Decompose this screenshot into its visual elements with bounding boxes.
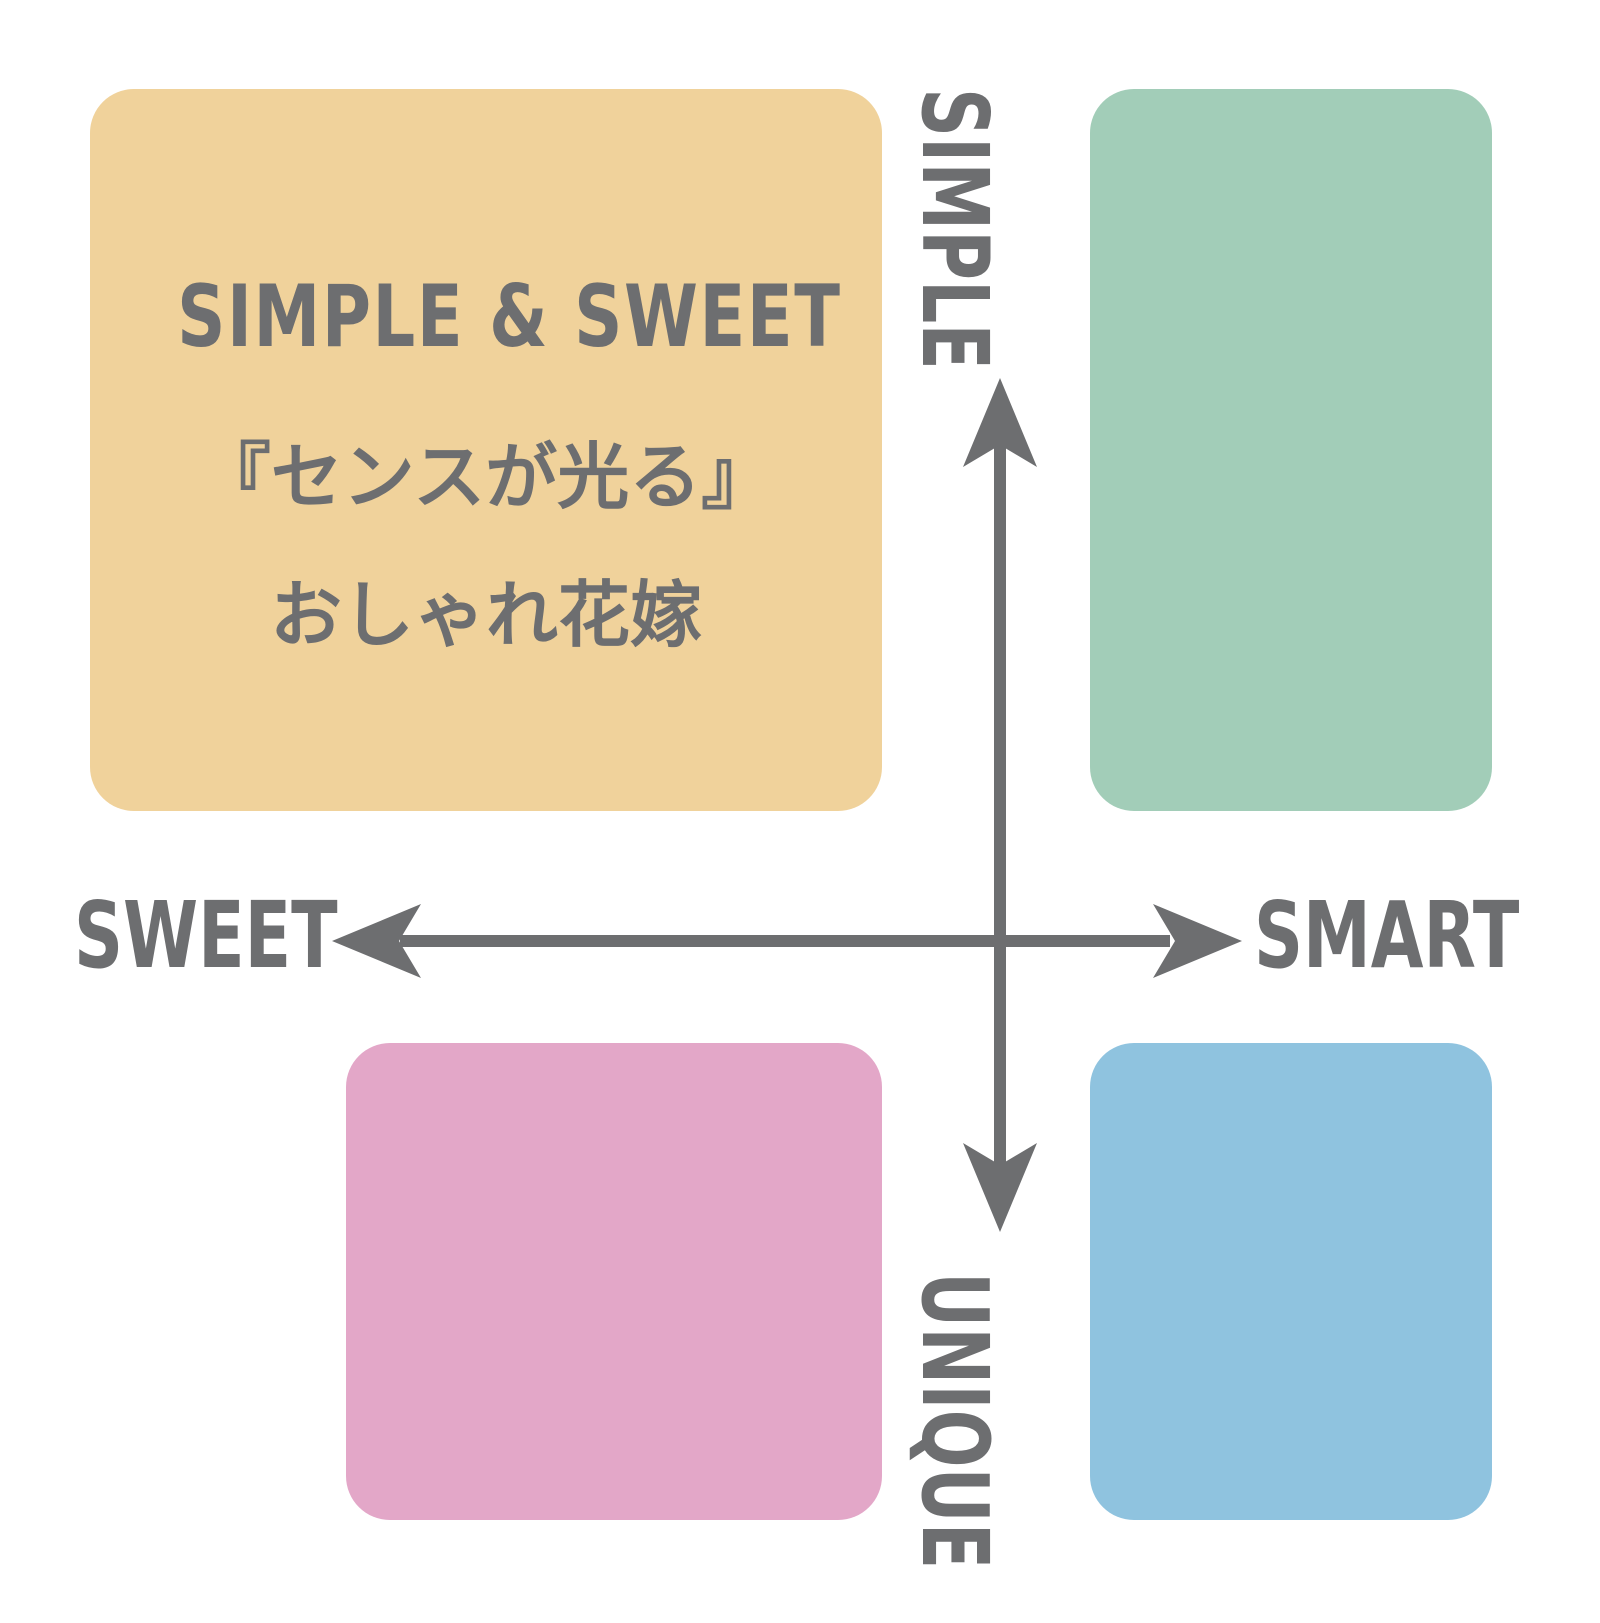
arrow-up-icon	[963, 378, 1037, 467]
arrow-left-icon	[332, 904, 421, 978]
axis-label-sweet: SWEET	[74, 882, 338, 989]
quadrant-title: SIMPLE & SWEET	[177, 267, 842, 367]
axis-label-simple: SIMPLE	[901, 88, 1008, 370]
quadrant-unique-smart	[1090, 1043, 1492, 1520]
quadrant-simple-smart	[1090, 89, 1492, 811]
quadrant-simple-sweet: SIMPLE & SWEET 『センスが光る』 おしゃれ花嫁	[90, 89, 882, 811]
quadrant-unique-sweet	[346, 1043, 882, 1520]
arrow-down-icon	[963, 1143, 1037, 1232]
quadrant-subtitle-line2: おしゃれ花嫁	[269, 573, 702, 657]
arrow-right-icon	[1153, 904, 1242, 978]
axis-label-unique: UNIQUE	[901, 1272, 1008, 1570]
horizontal-axis-line	[400, 935, 1170, 947]
vertical-axis-line	[994, 440, 1006, 1170]
axis-label-smart: SMART	[1254, 882, 1520, 989]
quadrant-subtitle-line1: 『センスが光る』	[198, 435, 774, 519]
